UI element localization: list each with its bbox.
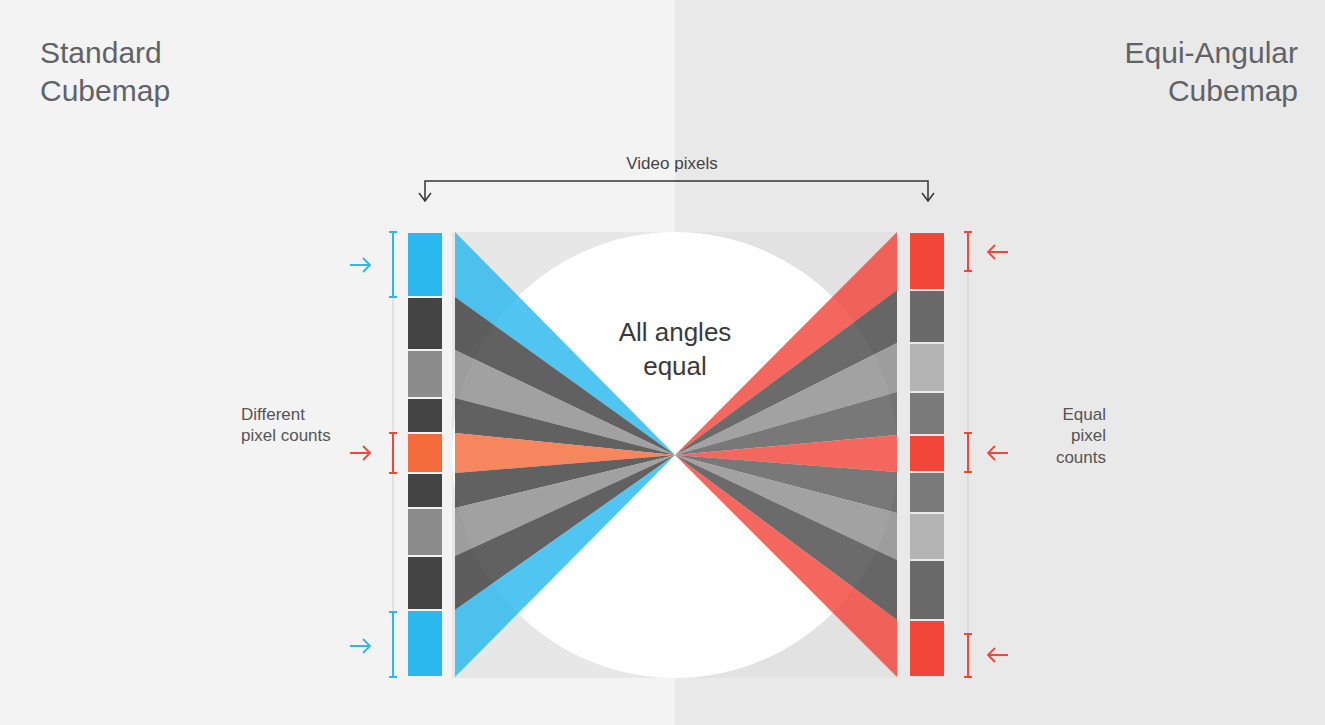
span-bracket: [389, 433, 397, 473]
fan-wedge: [675, 455, 897, 677]
fan-wedge: [675, 290, 897, 455]
fans: [455, 232, 897, 677]
pixel-cell: [910, 561, 944, 619]
pixel-cell: [408, 233, 442, 296]
pixel-cell: [910, 233, 944, 289]
arrow-head: [922, 193, 934, 201]
face-square: [452, 232, 897, 678]
pointer-arrow: [988, 245, 1008, 259]
markers: [350, 232, 1008, 677]
pointer-arrow: [350, 639, 370, 653]
fan-wedge: [455, 455, 675, 677]
pixel-cell: [408, 434, 442, 472]
span-bracket: [389, 232, 397, 297]
pixel-cell: [408, 351, 442, 397]
circle-caption: All angles equal: [600, 316, 750, 384]
pointer-arrow: [988, 446, 1008, 460]
span-bracket: [964, 634, 972, 677]
pixel-cell: [910, 473, 944, 512]
span-bracket: [964, 433, 972, 472]
pixel-cell: [910, 344, 944, 391]
side-note: Equal pixel counts: [1026, 404, 1106, 468]
bracket-line: [425, 181, 928, 200]
panel-title: Standard Cubemap: [40, 34, 300, 109]
pixel-cell: [408, 474, 442, 507]
pixel-cell: [910, 514, 944, 559]
pointer-arrow: [350, 446, 370, 460]
arrow-head: [419, 193, 431, 201]
span-bracket: [389, 612, 397, 677]
pixel-cell: [408, 298, 442, 349]
panel-title: Equi-Angular Cubemap: [1038, 34, 1298, 109]
view-circle: [452, 232, 898, 678]
pixel-cell: [910, 436, 944, 471]
bracket-label: Video pixels: [572, 153, 772, 174]
view-circle: All angles equal: [452, 232, 898, 678]
pixel-cell: [910, 393, 944, 434]
pointer-arrow: [988, 648, 1008, 662]
video-pixels-bracket: [419, 181, 934, 201]
side-note: Different pixel counts: [241, 404, 336, 447]
pixel-cell: [910, 621, 944, 676]
pixel-cell: [910, 291, 944, 342]
pixel-cell: [408, 557, 442, 609]
pixel-strips: [408, 233, 944, 676]
pixel-cell: [408, 509, 442, 555]
span-bracket: [964, 232, 972, 271]
pointer-arrow: [350, 258, 370, 272]
pixel-cell: [408, 611, 442, 676]
pixel-cell: [408, 399, 442, 432]
